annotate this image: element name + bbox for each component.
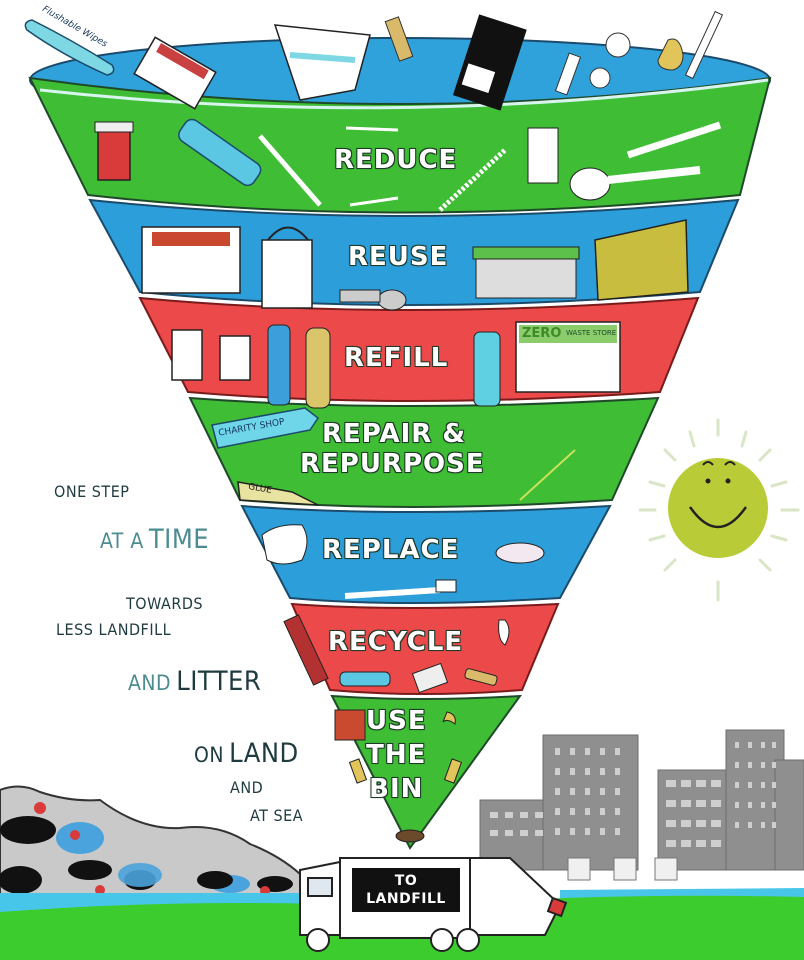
cotton-bud-icon-2 <box>349 196 399 207</box>
side-text-time: TIME <box>148 524 210 555</box>
to-landfill-line2: LANDFILL <box>366 891 446 907</box>
bamboo-toothbrush-icon <box>344 579 457 599</box>
plastic-spoon-icon <box>569 166 701 201</box>
newspaper-icon <box>133 36 217 110</box>
smiling-sun-icon <box>668 458 768 558</box>
zero-waste-store-icon <box>515 321 621 393</box>
band-repair-label-line1: REPAIR & <box>322 419 466 449</box>
lunch-box-icon <box>472 246 580 299</box>
plastic-bottle-icon <box>178 118 262 187</box>
banana-peel-icon <box>657 38 684 71</box>
band-the-label: THE <box>366 740 427 770</box>
band-bin-label: BIN <box>369 774 424 804</box>
side-text-one-step: ONE STEP <box>54 482 130 501</box>
bottle-cap-icon-2 <box>605 32 631 58</box>
side-text-land: LAND <box>229 738 299 769</box>
soap-bar-icon <box>495 542 545 564</box>
band-replace-label: REPLACE <box>322 535 460 565</box>
cotton-bud-icon <box>345 126 399 132</box>
side-text-and: AND <box>128 671 172 695</box>
cigarette-icon <box>384 16 414 62</box>
plastic-fork-icon <box>626 121 722 159</box>
charity-shop-sign-icon <box>211 407 320 449</box>
newspaper-reuse-icon <box>141 226 241 294</box>
bottle-cap-icon <box>589 67 611 89</box>
side-text-at-a: AT A <box>100 529 144 553</box>
city-buildings-icon <box>479 729 804 881</box>
band-use-label: USE <box>366 706 427 736</box>
to-landfill-line1: TO <box>394 873 418 889</box>
juice-carton-icon <box>452 14 527 111</box>
soap-dispenser-icon <box>473 331 501 407</box>
side-text-litter: LITTER <box>176 666 262 697</box>
banana-skin-icon <box>442 711 456 725</box>
notepad-icon <box>594 219 689 301</box>
cloth-bag-icon <box>261 226 313 309</box>
side-text-less-landfill: LESS LANDFILL <box>56 620 172 639</box>
band-use-the-bin-label: USE THE BIN <box>366 704 427 806</box>
side-text-at-sea: AT SEA <box>250 806 304 825</box>
side-text-on-land: ON LAND <box>194 738 299 769</box>
band-reuse-label: REUSE <box>348 242 449 272</box>
band-reduce-label: REDUCE <box>334 145 458 175</box>
straw-top-icon <box>684 10 724 80</box>
side-text-on: ON <box>194 743 224 767</box>
tissue-icon <box>443 758 463 784</box>
flask-icon <box>305 327 331 409</box>
wrapper-icon <box>395 829 425 843</box>
to-landfill-sign: TO LANDFILL <box>352 868 460 912</box>
zero-waste-store-tag: WASTE STORE <box>566 329 617 337</box>
side-text-and-litter: AND LITTER <box>128 666 261 697</box>
band-repair-label: REPAIR & REPURPOSE <box>300 419 485 480</box>
landfill-heap-icon <box>0 785 301 896</box>
nappy-icon <box>273 24 371 101</box>
refill-cup-icon <box>171 329 203 381</box>
needle-thread-icon <box>519 449 576 501</box>
side-text-towards: TOWARDS <box>126 594 204 613</box>
water-bottle-icon <box>267 324 291 406</box>
refill-cup-icon-2 <box>219 335 251 381</box>
flushable-wipes-icon <box>24 19 115 76</box>
band-replace-shape <box>240 504 612 604</box>
zero-waste-tag: ZERO <box>522 326 562 341</box>
cloth-icon <box>261 524 308 565</box>
band-refill-label: REFILL <box>344 343 449 373</box>
glue-tube-icon <box>237 481 319 506</box>
battery-icon <box>464 668 498 686</box>
carton-icon <box>411 662 449 694</box>
sun-rays-icon <box>638 418 800 602</box>
crisp-packet-icon <box>334 709 366 741</box>
can-icon <box>498 619 510 646</box>
side-text-at-a-time: AT A TIME <box>100 524 209 555</box>
glass-bottle-icon <box>283 614 329 686</box>
side-text-and-2: AND <box>230 778 264 797</box>
plastic-cup-icon <box>527 127 559 184</box>
cigarette-butt-icon <box>348 758 368 784</box>
crushed-bottle-icon <box>339 671 391 687</box>
band-repair-label-line2: REPURPOSE <box>300 448 485 479</box>
coffee-cup-icon <box>94 121 134 181</box>
band-recycle-label: RECYCLE <box>328 627 464 657</box>
toothbrush-top-icon <box>554 52 582 96</box>
spork-icon <box>339 289 407 311</box>
straw-icon <box>258 134 322 207</box>
band-use-the-bin-shape <box>330 694 523 850</box>
